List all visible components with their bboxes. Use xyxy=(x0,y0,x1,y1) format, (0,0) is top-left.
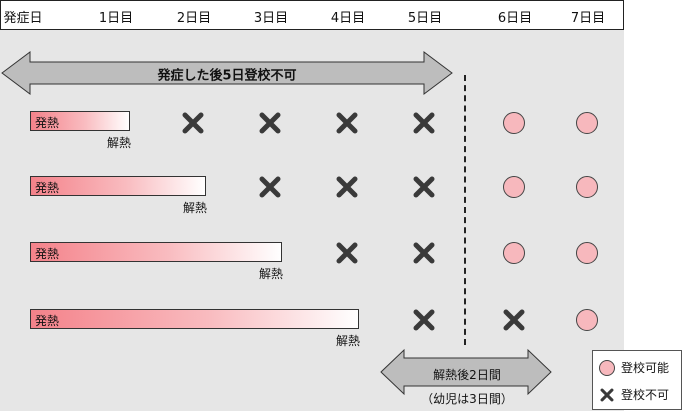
cross-icon xyxy=(413,242,435,264)
header-day-4: 4日目 xyxy=(330,11,366,26)
legend: 登校可能 登校不可 xyxy=(592,350,682,410)
header-day-7: 7日目 xyxy=(570,11,606,26)
fever-bar-row-1: 発熱 xyxy=(30,111,130,131)
cross-icon xyxy=(259,176,281,198)
toddler-note: （幼児は3日間） xyxy=(421,392,513,406)
fever-label: 発熱 xyxy=(35,116,60,130)
circle-icon xyxy=(503,242,525,264)
cross-icon xyxy=(503,309,525,331)
cross-icon xyxy=(413,309,435,331)
after-fever-label: 解熱後2日間 xyxy=(433,368,501,382)
fever-label: 発熱 xyxy=(35,181,60,195)
fifth-day-boundary xyxy=(464,75,466,345)
day-header: 発症日 1日目 2日目 3日目 4日目 5日目 6日目 7日目 xyxy=(0,0,624,30)
header-day-2: 2日目 xyxy=(176,11,212,26)
cross-icon xyxy=(336,112,358,134)
legend-ok: 登校可能 xyxy=(599,359,669,376)
cross-icon xyxy=(259,112,281,134)
ok-circle-icon xyxy=(599,359,615,376)
fever-bar-row-2: 発熱 xyxy=(30,176,206,196)
header-onset: 発症日 xyxy=(3,11,43,26)
cross-icon xyxy=(413,176,435,198)
circle-icon xyxy=(503,176,525,198)
cross-icon xyxy=(336,242,358,264)
cross-icon xyxy=(336,176,358,198)
fever-label: 発熱 xyxy=(35,247,60,261)
ng-cross-icon xyxy=(600,388,614,401)
legend-ok-label: 登校可能 xyxy=(621,361,670,375)
circle-icon xyxy=(576,242,598,264)
fever-bar-row-4: 発熱 xyxy=(30,309,359,329)
header-day-6: 6日目 xyxy=(497,11,533,26)
diagram-panel xyxy=(0,30,624,411)
header-day-5: 5日目 xyxy=(407,11,443,26)
fever-label: 発熱 xyxy=(35,314,60,328)
resolve-label-row-4: 解熱 xyxy=(335,334,360,348)
circle-icon xyxy=(576,112,598,134)
circle-icon xyxy=(503,112,525,134)
resolve-label-row-2: 解熱 xyxy=(182,201,207,215)
circle-icon xyxy=(576,309,598,331)
top-arrow-label: 発症した後5日登校不可 xyxy=(157,68,297,84)
cross-icon xyxy=(413,112,435,134)
legend-ng: 登校不可 xyxy=(599,386,669,403)
resolve-label-row-1: 解熱 xyxy=(106,136,131,150)
cross-icon xyxy=(182,112,204,134)
header-day-3: 3日目 xyxy=(253,11,289,26)
header-day-1: 1日目 xyxy=(98,11,134,26)
fever-bar-row-3: 発熱 xyxy=(30,242,282,262)
circle-icon xyxy=(576,176,598,198)
resolve-label-row-3: 解熱 xyxy=(258,267,283,281)
legend-ng-label: 登校不可 xyxy=(621,388,670,402)
